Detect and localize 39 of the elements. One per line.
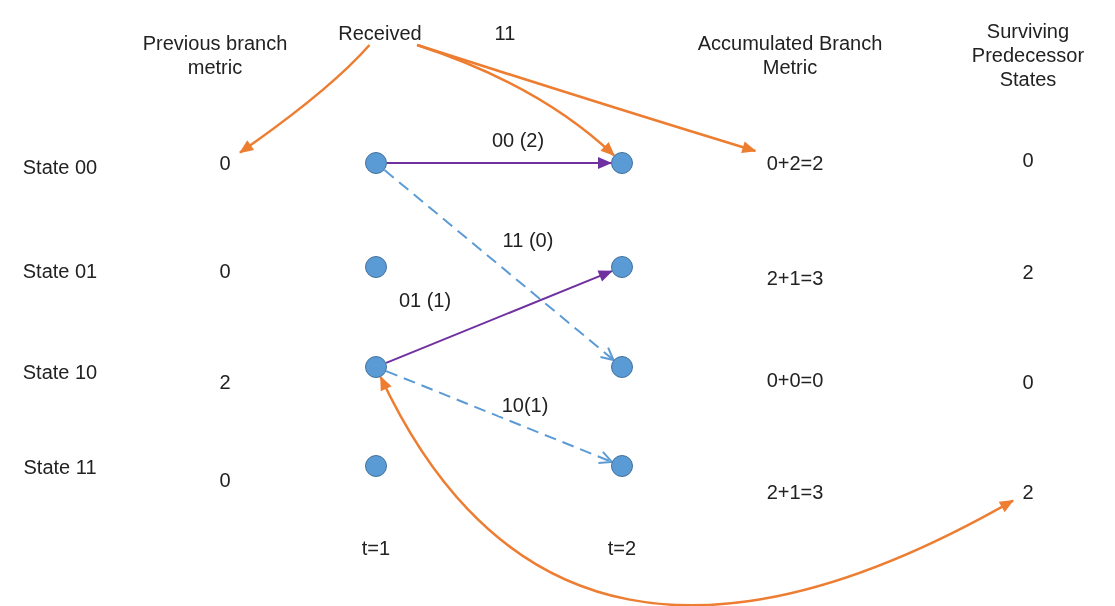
metric-value: 0 [218, 468, 232, 492]
branch-arrow [386, 157, 612, 169]
curved-arrow [416, 43, 615, 157]
state-dot [365, 356, 387, 378]
state-label: State 00 [21, 155, 99, 179]
curved-arrow [379, 376, 1014, 606]
metric-value: 0 [210, 151, 240, 175]
metric-value: 0 [1021, 148, 1035, 172]
metric-value: 0 [1021, 370, 1035, 394]
state-label: State 01 [21, 259, 99, 283]
state-label: State 10 [21, 360, 99, 384]
time-label: t=2 [606, 536, 638, 560]
metric-value: 2 [1013, 480, 1043, 504]
time-label: t=1 [360, 536, 392, 560]
column-heading: Surviving Predecessor States [970, 19, 1086, 91]
branch-arrow [383, 169, 615, 361]
curved-arrow [239, 44, 371, 154]
metric-value: 0 [218, 259, 232, 283]
state-dot [611, 356, 633, 378]
state-dot [365, 455, 387, 477]
state-dot [611, 455, 633, 477]
metric-value: 2+1=3 [765, 266, 825, 290]
curved-arrow [417, 43, 757, 153]
metric-value: 0+2=2 [755, 151, 835, 175]
state-dot [611, 152, 633, 174]
branch-arrow [385, 270, 613, 364]
state-label: State 11 [22, 455, 98, 479]
metric-value: 0+0=0 [765, 368, 825, 392]
column-heading: Accumulated Branch Metric [696, 31, 884, 79]
state-dot [365, 152, 387, 174]
state-dot [365, 256, 387, 278]
state-dot [611, 256, 633, 278]
received-symbol: 11 [493, 21, 517, 45]
metric-value: 2+1=3 [765, 480, 825, 504]
received-heading: Received [335, 21, 425, 45]
metric-value: 2 [1021, 260, 1035, 284]
branch-arrow [385, 370, 613, 464]
column-heading: Previous branch metric [141, 31, 289, 79]
metric-value: 2 [218, 370, 232, 394]
